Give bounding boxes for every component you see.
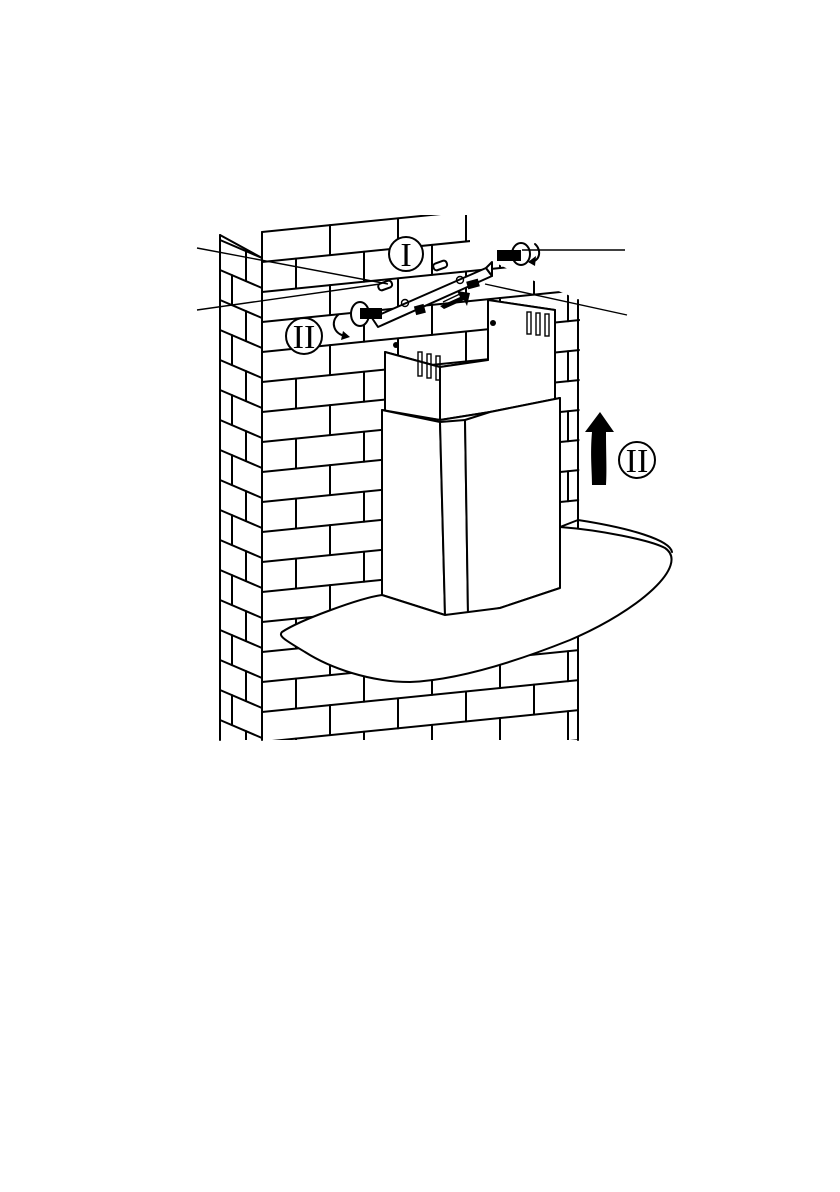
brick-course-line <box>262 680 580 712</box>
brick-side-line <box>220 690 262 708</box>
brick-side-line <box>220 240 262 258</box>
screw-hole <box>393 342 399 348</box>
brick-side-line <box>220 540 262 558</box>
brick-course-line <box>262 200 580 232</box>
brick-side-line <box>220 720 262 738</box>
step-label-screw-text: II <box>293 319 316 356</box>
step-label-lift-text: II <box>626 443 649 480</box>
brick-side-line <box>220 450 262 468</box>
lift-arrow-icon <box>585 412 614 485</box>
brick-side-line <box>220 420 262 438</box>
brick-side-line <box>220 810 262 828</box>
brick-course-line <box>262 260 580 292</box>
brick-side-line <box>220 780 262 798</box>
screw-hole <box>490 320 496 326</box>
step-label-bracket: I <box>389 237 423 274</box>
brick-side-line <box>220 570 262 588</box>
chimney-inner-section <box>385 300 555 420</box>
brick-side-line <box>220 480 262 498</box>
chimney-cover <box>382 398 560 615</box>
brick-course-line <box>262 770 580 802</box>
brick-side-line <box>220 630 262 648</box>
brick-side-line <box>220 660 262 678</box>
brick-side-line <box>220 300 262 318</box>
brick-side-line <box>220 750 262 768</box>
step-label-lift: II <box>619 442 655 480</box>
step-label-screw: II <box>286 318 322 356</box>
brick-side-line <box>220 600 262 618</box>
brick-side-line <box>220 390 262 408</box>
step-label-bracket-text: I <box>400 237 411 274</box>
brick-side-line <box>220 330 262 348</box>
brick-side-line <box>220 270 262 288</box>
brick-course-line <box>262 740 580 772</box>
brick-side-line <box>220 510 262 528</box>
brick-course-line <box>262 710 580 742</box>
brick-side-line <box>220 360 262 378</box>
